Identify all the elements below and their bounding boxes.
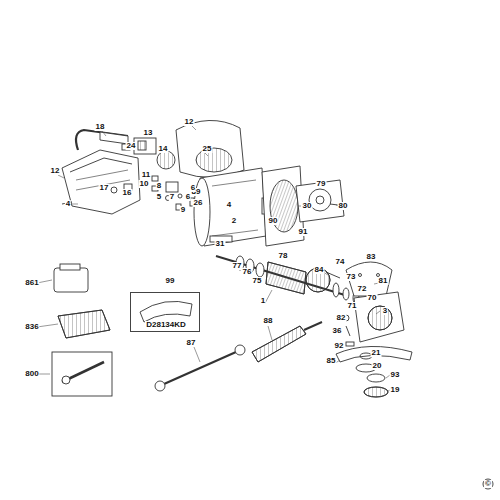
callout-number: 4	[65, 200, 71, 208]
callout-number: 74	[335, 258, 346, 266]
callout-number: 92	[334, 342, 345, 350]
callout-number: 836	[24, 323, 39, 331]
callout-number: 75	[252, 277, 263, 285]
callout-number: 83	[366, 253, 377, 261]
callout-number: 87	[186, 339, 197, 347]
callout-number: 7	[169, 193, 175, 201]
callout-number: 18	[95, 123, 106, 131]
callout-number: 9	[180, 206, 186, 214]
callout-number: 90	[268, 217, 279, 225]
copyright-mark: ©	[484, 480, 492, 488]
callout-number: 81	[378, 277, 389, 285]
callout-number: 88	[263, 317, 274, 325]
callout-number: 4	[226, 201, 232, 209]
callout-number: 70	[367, 294, 378, 302]
callout-number: 10	[139, 180, 150, 188]
callout-number: 30	[302, 202, 313, 210]
callout-number: 24	[126, 142, 137, 150]
kit-box: 99D28134KD	[130, 292, 200, 332]
callout-number: 11	[141, 171, 151, 179]
callout-number: 19	[390, 386, 401, 394]
callout-number: 5	[156, 193, 162, 201]
callout-number: 78	[278, 252, 289, 260]
callout-number: 73	[346, 273, 357, 281]
callout-number: 82	[336, 314, 347, 322]
callout-number: 6	[185, 193, 191, 201]
callout-number: 12	[50, 167, 61, 175]
callout-number: 26	[193, 199, 204, 207]
callout-number: 99	[165, 277, 176, 285]
callout-number: 80	[338, 202, 349, 210]
callout-number: 8	[156, 182, 162, 190]
callout-number: 85	[326, 357, 337, 365]
callout-number: 12	[184, 118, 195, 126]
callout-number: 25	[202, 145, 213, 153]
callout-number: 1	[260, 297, 266, 305]
callout-number: 71	[347, 302, 358, 310]
callout-number: 800	[24, 370, 39, 378]
callout-number: 93	[390, 371, 401, 379]
callout-number: 21	[371, 349, 382, 357]
callout-number: 31	[215, 240, 226, 248]
callout-number: 16	[122, 189, 133, 197]
callout-number: 6	[190, 184, 196, 192]
callout-number: 861	[24, 279, 39, 287]
callout-number: 76	[242, 268, 253, 276]
callout-number: 14	[158, 145, 169, 153]
kit-code: D28134KD	[145, 321, 187, 329]
callout-number: 84	[314, 266, 325, 274]
callout-number: 72	[357, 285, 368, 293]
callout-number: 3	[382, 307, 388, 315]
callout-number: 79	[316, 180, 327, 188]
callout-number: 91	[298, 228, 309, 236]
callout-number: 13	[143, 129, 154, 137]
callout-number: 17	[99, 184, 110, 192]
callout-number: 36	[332, 327, 343, 335]
callout-number: 20	[372, 362, 383, 370]
callout-number: 2	[231, 217, 237, 225]
